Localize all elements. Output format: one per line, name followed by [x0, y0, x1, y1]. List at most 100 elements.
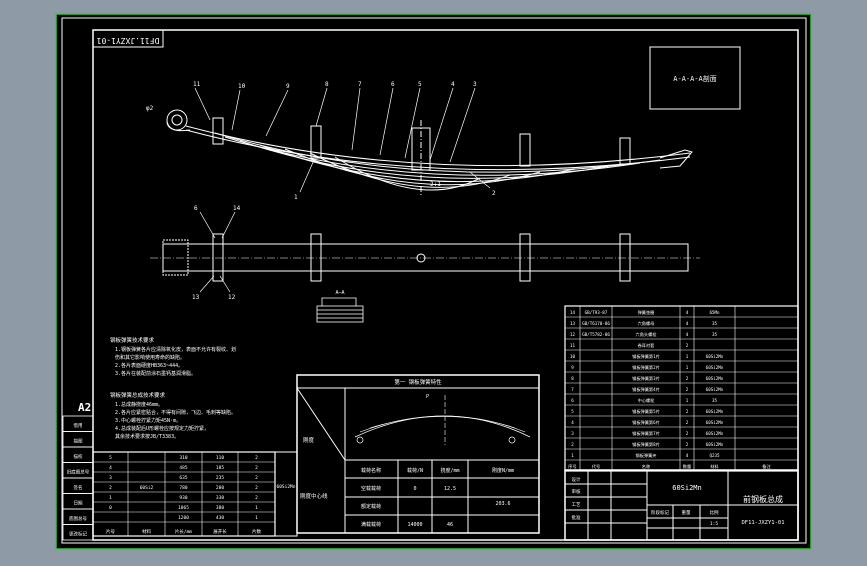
note-box-text: A-A-A-A剖面 — [673, 74, 717, 83]
callout-8: 8 — [325, 81, 329, 88]
tech-notes-b-title: 钢板弹簧总成技术要求 — [110, 391, 166, 399]
leaf-table-cell: 930 — [179, 495, 187, 501]
load-table-header: 刚度N/mm — [492, 467, 514, 474]
callout-11: 11 — [193, 81, 201, 88]
tech-notes-a-line: 2.各片表面硬度HB363~444。 — [115, 362, 183, 369]
callout-7: 7 — [358, 81, 362, 88]
callout-10: 10 — [238, 83, 246, 90]
leaf-table-footer: 展开长 — [213, 528, 227, 535]
callout-4: 4 — [451, 81, 455, 88]
section-detail — [316, 297, 364, 323]
spring-plan — [150, 211, 700, 293]
leaf-table-right-label: 60Si2Mn — [277, 484, 296, 490]
parts-list-cell: GB/T6170-86 — [582, 321, 610, 326]
load-table-force: P — [426, 394, 429, 400]
leaf-table-cell: 110 — [216, 455, 224, 461]
parts-list-cell: 35 — [712, 398, 718, 403]
parts-list-cell: 4 — [686, 310, 689, 315]
parts-list-cell: 60Si2Mn — [706, 354, 724, 359]
plan-callout-12: 12 — [228, 294, 236, 301]
drawing-number: DF11-JXZY1-01 — [741, 520, 784, 526]
parts-list-cell: 钢板弹簧第1片 — [632, 353, 660, 360]
load-table-header: 挠度/mm — [440, 467, 459, 474]
parts-list-cell: 中心螺栓 — [638, 397, 656, 404]
parts-list-header: 序号 — [568, 463, 576, 470]
parts-list-cell: 1 — [686, 354, 689, 359]
load-table-left-label: 刚度 — [303, 436, 315, 444]
parts-list-cell: 钢板弹簧第8片 — [632, 441, 660, 448]
parts-list-cell: Q235 — [709, 453, 720, 458]
load-table-side-label: 刚度中心线 — [300, 492, 328, 500]
parts-list-cell: 1 — [686, 398, 689, 403]
leaf-table-cell: 235 — [216, 475, 224, 481]
parts-list-cell: 卷耳衬套 — [638, 342, 656, 349]
parts-list-cell: 2 — [571, 442, 574, 447]
strip-cell-label: 签名 — [74, 484, 83, 491]
parts-list-cell: GB/T5782-86 — [582, 332, 610, 337]
leaf-table-cell: 2 — [255, 485, 258, 491]
leaf-table-cell: 0 — [109, 505, 112, 511]
strip-cell-label: 借用 — [74, 422, 83, 429]
title-meta: 重量 — [682, 509, 691, 516]
leaf-table-cell: 330 — [216, 495, 224, 501]
callout-labels: 11 10 9 8 7 6 5 4 3 1 2 φ2 2:1 — [146, 81, 496, 201]
plan-callout-13: 13 — [192, 294, 200, 301]
section-label: A—A — [335, 290, 344, 296]
parts-list-cell: 2 — [686, 343, 689, 348]
leaf-table-cell: 780 — [179, 485, 187, 491]
leaf-table-cell: 2 — [255, 475, 258, 481]
tech-notes-a-line: 伤和其它影响使用寿命的缺陷。 — [115, 354, 185, 361]
leaf-table-cell: 2 — [109, 485, 112, 491]
parts-list-cell: 1 — [571, 453, 574, 458]
load-table-title: 第一 钢板弹簧特性 — [394, 378, 442, 386]
parts-list-cell: 钢板弹簧夹 — [636, 452, 657, 459]
eye-dim: φ2 — [146, 105, 154, 112]
plan-callout-14: 14 — [233, 205, 241, 212]
parts-list-cell: 9 — [571, 365, 574, 370]
leaf-table-cell: 2 — [255, 465, 258, 471]
callout-3: 3 — [473, 81, 477, 88]
border-inner — [92, 29, 799, 541]
parts-list-cell: GB/T93-87 — [585, 310, 608, 315]
title-block-text: 60Si2Mn 前钢板总成 DF11-JXZY1-01 设计 审核 工艺 批准 … — [572, 476, 785, 527]
leaf-table-cell: 2 — [255, 455, 258, 461]
leaf-table-cell: 635 — [179, 475, 187, 481]
tech-notes-b-line: 4.总成装配后U形螺栓应按规定力矩拧紧， — [115, 425, 209, 432]
parts-list-cell: 4 — [686, 453, 689, 458]
parts-list-cell: 11 — [570, 343, 576, 348]
parts-list-header: 材料 — [710, 463, 719, 470]
clamp-4 — [619, 137, 631, 165]
strip-cell-label: 更改标记 — [69, 531, 87, 538]
parts-list-cell: 60Si2Mn — [706, 431, 724, 436]
parts-list-cell: 13 — [570, 321, 576, 326]
title-row-label: 设计 — [572, 476, 581, 483]
tech-notes-a: 钢板弹簧技术要求 1.钢板弹簧各片应清除氧化皮，表面不允许有裂纹、划 伤和其它影… — [110, 336, 236, 377]
callout-5: 5 — [418, 81, 422, 88]
parts-list-cell: 六角螺母 — [638, 320, 655, 327]
leaf-table-footer: 片长/mm — [175, 528, 192, 535]
parts-list-cell: 4 — [686, 332, 689, 337]
plan-callout-6: 6 — [194, 205, 198, 212]
parts-list-cell: 2 — [686, 420, 689, 425]
load-table-cell: 12.5 — [444, 486, 456, 492]
parts-list-header: 数量 — [683, 463, 691, 470]
parts-list-cell: 10 — [570, 354, 576, 359]
load-table-cell: 203.6 — [495, 501, 510, 507]
parts-list-header: 代号 — [592, 463, 600, 470]
spring-elevation — [166, 109, 693, 195]
load-table-cell: 额定载荷 — [361, 503, 381, 510]
parts-list-cell: 6 — [571, 398, 574, 403]
leaf-table-cell: 380 — [216, 505, 224, 511]
part-name: 前钢板总成 — [743, 494, 783, 504]
leaf-table-cell: 60Si2 — [140, 485, 154, 491]
tech-notes-a-line: 1.钢板弹簧各片应清除氧化皮，表面不允许有裂纹、划 — [115, 346, 236, 353]
parts-list-cell: 2 — [686, 376, 689, 381]
callout-1: 1 — [294, 194, 298, 201]
parts-list-cell: 弹簧垫圈 — [638, 309, 655, 316]
load-table — [296, 374, 540, 534]
parts-list-cell: 2 — [686, 431, 689, 436]
clamp-1 — [212, 117, 224, 145]
leaf-table-cell: 430 — [216, 515, 224, 521]
